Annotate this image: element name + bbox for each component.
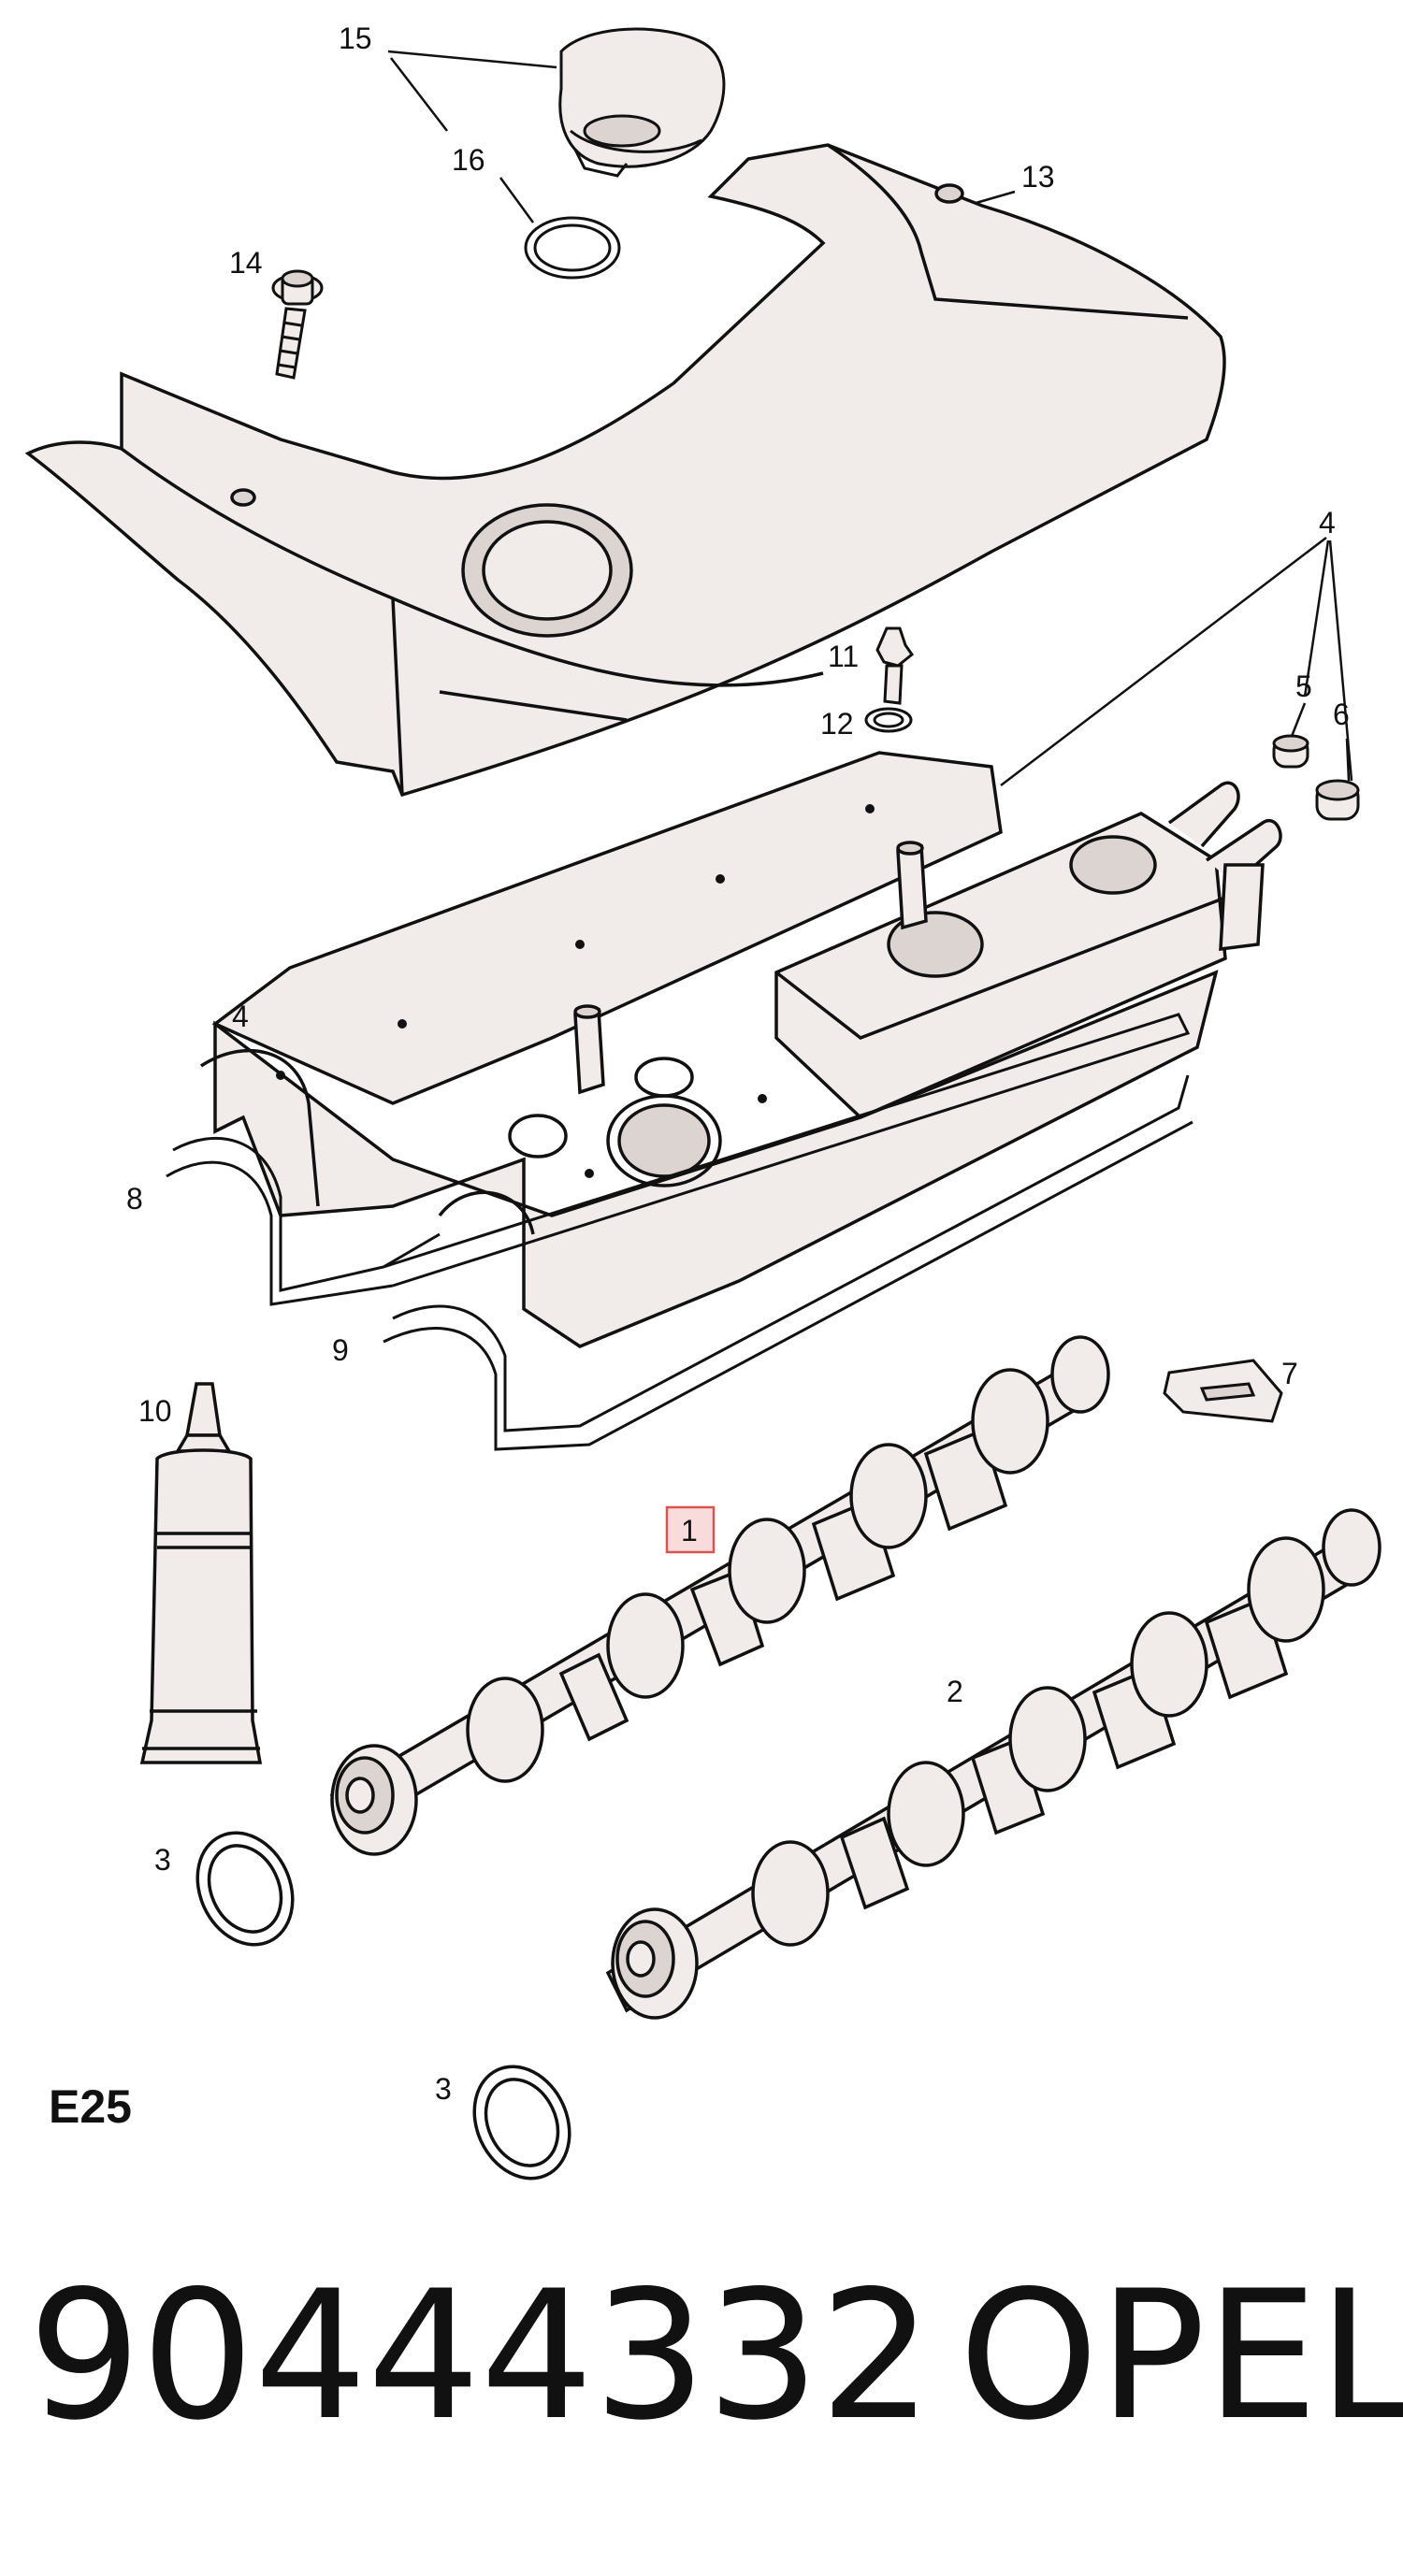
cover-stud [864, 626, 915, 733]
callout-11[interactable]: 11 [828, 640, 859, 673]
callout-2[interactable]: 2 [947, 1675, 963, 1708]
engine-top-cover [24, 143, 1226, 798]
callout-labels: 1 2 3 3 4 4 5 6 7 8 9 10 11 12 13 14 15 … [126, 22, 1350, 2106]
camshaft-1 [329, 1335, 1110, 1856]
callout-13[interactable]: 13 [1021, 160, 1055, 194]
callout-16[interactable]: 16 [452, 143, 485, 177]
callout-6[interactable]: 6 [1333, 698, 1350, 731]
callout-12[interactable]: 12 [820, 707, 854, 741]
callout-3-lower[interactable]: 3 [435, 2072, 452, 2106]
sealant-tube [139, 1382, 263, 1764]
callout-10[interactable]: 10 [138, 1394, 172, 1428]
sealing-plugs [1272, 734, 1360, 821]
section-code: E25 [49, 2080, 132, 2133]
callout-4-left[interactable]: 4 [232, 1000, 249, 1033]
part-number: 90444332 [28, 2252, 933, 2459]
cover-bolt [271, 269, 324, 380]
filler-cap-seal [524, 216, 621, 280]
camshaft-oil-seals [195, 1831, 571, 2180]
callout-4-top[interactable]: 4 [1319, 506, 1336, 540]
brand-name: OPEL [959, 2252, 1403, 2459]
camshaft-2 [605, 1508, 1381, 2020]
callout-3-upper[interactable]: 3 [154, 1843, 171, 1877]
callout-14[interactable]: 14 [229, 246, 263, 280]
leader-lines [387, 50, 1353, 786]
callout-7[interactable]: 7 [1281, 1357, 1298, 1390]
camshaft-housing [200, 751, 1282, 1348]
callout-15[interactable]: 15 [339, 22, 372, 55]
housing-gaskets [166, 1013, 1193, 1451]
oil-filler-cap [558, 27, 726, 178]
callout-1[interactable]: 1 [681, 1514, 698, 1547]
key-wedge [1163, 1359, 1283, 1423]
callout-9[interactable]: 9 [332, 1333, 349, 1367]
highlight-box-callout-1 [665, 1505, 716, 1554]
callout-8[interactable]: 8 [126, 1182, 143, 1216]
callout-5[interactable]: 5 [1295, 669, 1312, 703]
